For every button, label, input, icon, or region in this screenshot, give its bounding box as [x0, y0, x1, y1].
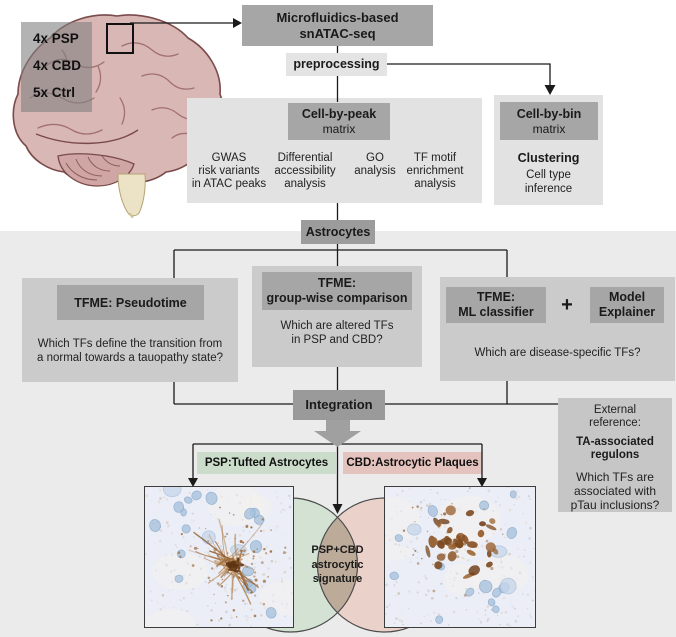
analysis-line: Differential: [277, 152, 333, 164]
inference-line: Cell type: [526, 169, 571, 181]
microfluidics-box: Microfluidics-based snATAC-seq: [242, 5, 433, 46]
classifier-question: Which are disease-specific TFs?: [474, 347, 641, 359]
cell-by-bin-header: Cell-by-bin matrix: [500, 102, 598, 140]
groupwise-header: TFME: group-wise comparison: [262, 272, 412, 310]
external-intro-line2: reference:: [589, 416, 641, 429]
venn-overlap-region: [318, 517, 357, 613]
question-line: a normal towards a tauopathy state?: [36, 351, 224, 364]
psp-result-text: PSP:Tufted Astrocytes: [204, 457, 329, 469]
external-question-line1: Which TFs are: [576, 470, 654, 484]
analysis-line: accessibility: [274, 165, 336, 177]
analysis-line: enrichment: [406, 165, 464, 177]
sample-cohort-box: 4x PSP 4x CBD 5x Ctrl: [21, 22, 92, 112]
sylvian-fissure: [35, 129, 139, 145]
cerebellum-folds: [65, 155, 121, 181]
brainstem: [117, 173, 146, 217]
analysis-item-gwas: GWAS risk variants in ATAC peaks: [184, 152, 274, 191]
tufted-astrocyte-stain: [145, 487, 293, 627]
microfluidics-line2: snATAC-seq: [299, 25, 376, 41]
model-explainer-box: Model Explainer: [590, 287, 664, 323]
cell-type-inference: Cell type inference: [494, 169, 603, 196]
explainer-line1: Model: [608, 290, 646, 304]
external-title-line1: TA-associated: [576, 436, 654, 448]
question-line: Which TFs define the transition from: [37, 338, 223, 350]
classifier-header: TFME: ML classifier: [446, 287, 546, 323]
cbd-histology-image: [384, 486, 536, 628]
external-reference-box: External reference: TA-associated regulo…: [558, 398, 672, 512]
integration-box: Integration: [293, 390, 385, 420]
astrocytes-label: Astrocytes: [305, 225, 371, 239]
analysis-item-differential: Differential accessibility analysis: [260, 152, 350, 191]
psp-histology-image: [144, 486, 294, 628]
analysis-line: GO: [366, 152, 384, 164]
external-question-line3: pTau inclusions?: [570, 498, 660, 512]
analysis-line: in ATAC peaks: [191, 178, 267, 190]
integration-label: Integration: [305, 397, 373, 412]
venn-label-line: signature: [312, 573, 363, 585]
cell-by-bin-title: Cell-by-bin: [516, 106, 582, 121]
groupwise-question: Which are altered TFs in PSP and CBD?: [252, 320, 422, 347]
cell-by-peak-title: Cell-by-peak: [301, 107, 377, 121]
analysis-line: risk variants: [198, 165, 260, 177]
cell-by-peak-header: Cell-by-peak matrix: [288, 103, 390, 140]
question-line: Which are altered TFs: [280, 320, 394, 332]
analysis-item-go: GO analysis: [330, 152, 420, 178]
analysis-line: analysis: [284, 178, 326, 190]
cell-by-peak-subtitle: matrix: [322, 122, 356, 136]
analysis-item-tf-motif: TF motif enrichment analysis: [390, 152, 480, 191]
astrocytes-box: Astrocytes: [301, 220, 375, 244]
cohort-item-cbd: 4x CBD: [33, 58, 82, 73]
plus-sign: +: [561, 294, 573, 316]
analysis-line: TF motif: [413, 152, 457, 164]
cbd-result-label: CBD:Astrocytic Plaques: [343, 452, 482, 474]
cohort-item-psp: 4x PSP: [33, 31, 79, 46]
psp-result-label: PSP:Tufted Astrocytes: [197, 452, 336, 474]
external-question-line2: associated with: [573, 484, 657, 498]
cell-by-bin-subtitle: matrix: [532, 121, 566, 136]
venn-label-line: astrocytic: [311, 558, 364, 571]
inference-line: inference: [524, 182, 573, 195]
preprocessing-label: preprocessing: [293, 57, 380, 71]
cohort-item-ctrl: 5x Ctrl: [33, 85, 76, 100]
pseudotime-question: Which TFs define the transition from a n…: [22, 338, 238, 365]
groupwise-title-line2: group-wise comparison: [266, 291, 408, 305]
preprocessing-box: preprocessing: [286, 53, 387, 76]
venn-overlap-label: PSP+CBD astrocytic signature: [287, 543, 388, 587]
analysis-line: GWAS: [211, 152, 247, 164]
external-title-line2: regulons: [590, 449, 640, 461]
analysis-line: analysis: [414, 178, 456, 190]
brain-illustration: [12, 14, 224, 218]
venn-label-line: PSP+CBD: [311, 544, 364, 556]
external-intro-line1: External: [593, 404, 637, 416]
microfluidics-line1: Microfluidics-based: [276, 9, 399, 25]
pseudotime-title: TFME: Pseudotime: [74, 295, 187, 310]
classifier-title-line1: TFME:: [476, 290, 516, 304]
explainer-line2: Explainer: [598, 305, 656, 319]
classifier-title-line2: ML classifier: [458, 305, 534, 319]
clustering-label: Clustering: [517, 151, 580, 165]
groupwise-title-line1: TFME:: [317, 276, 357, 290]
cbd-result-text: CBD:Astrocytic Plaques: [346, 457, 479, 469]
sampling-region-marker: [106, 23, 134, 54]
analysis-line: analysis: [354, 165, 396, 177]
pseudotime-header: TFME: Pseudotime: [57, 285, 204, 320]
question-line: in PSP and CBD?: [291, 333, 383, 346]
astrocytic-plaque-stain: [385, 487, 535, 627]
